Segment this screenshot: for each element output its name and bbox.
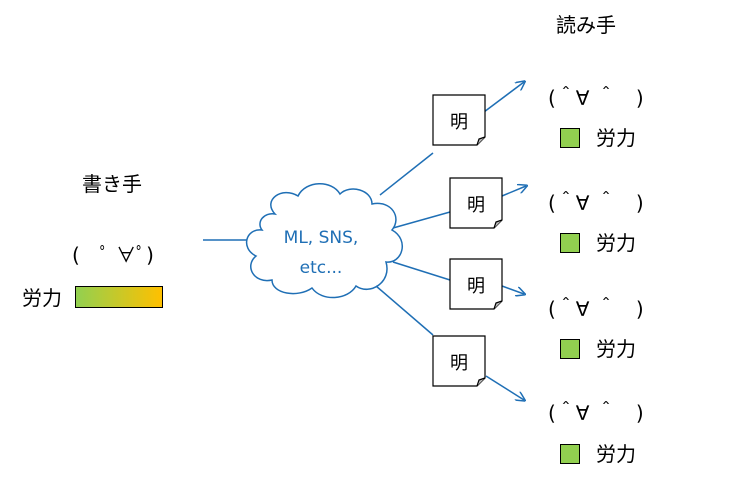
doc-1-to-reader-1-arrow [483,82,524,113]
document-icon [432,335,486,387]
reader-face: (＾∀ ＾ ) [548,191,644,215]
reader-face: (＾∀ ＾ ) [548,297,644,321]
writer-title: 書き手 [82,172,142,196]
reader-effort-box [560,339,580,359]
reader-face: (＾∀ ＾ ) [548,401,644,425]
cloud-to-doc-3-line [392,261,451,281]
reader-effort-box [560,233,580,253]
document-icon [449,258,503,310]
writer-effort-label: 労力 [22,286,62,310]
channel-line-1: ML, SNS, [283,228,359,248]
reader-face: (＾∀ ＾ ) [548,86,644,110]
reader-effort-label: 労力 [596,337,636,361]
cloud-to-doc-2-line [392,211,451,229]
doc-4-to-reader-4-arrow [485,375,524,400]
document-label: 明 [450,353,468,374]
document-icon [449,177,503,229]
doc-2-to-reader-2-arrow [501,186,526,197]
reader-effort-box [560,128,580,148]
reader-effort-box [560,444,580,464]
writer-effort-bar [75,286,163,308]
document-label: 明 [467,195,485,216]
document-icon [432,94,486,146]
doc-3-to-reader-3-arrow [501,285,524,294]
reader-effort-label: 労力 [596,442,636,466]
reader-effort-label: 労力 [596,126,636,150]
channel-line-2: etc... [299,258,343,278]
document-label: 明 [450,112,468,133]
cloud-to-doc-4-line [375,285,434,336]
cloud-shape [245,183,403,299]
writer-face: ( ﾟ ∀ﾟ) [72,243,154,267]
cloud-to-doc-1-line [379,152,434,196]
readers-title: 読み手 [556,13,616,37]
document-label: 明 [467,276,485,297]
reader-effort-label: 労力 [596,231,636,255]
